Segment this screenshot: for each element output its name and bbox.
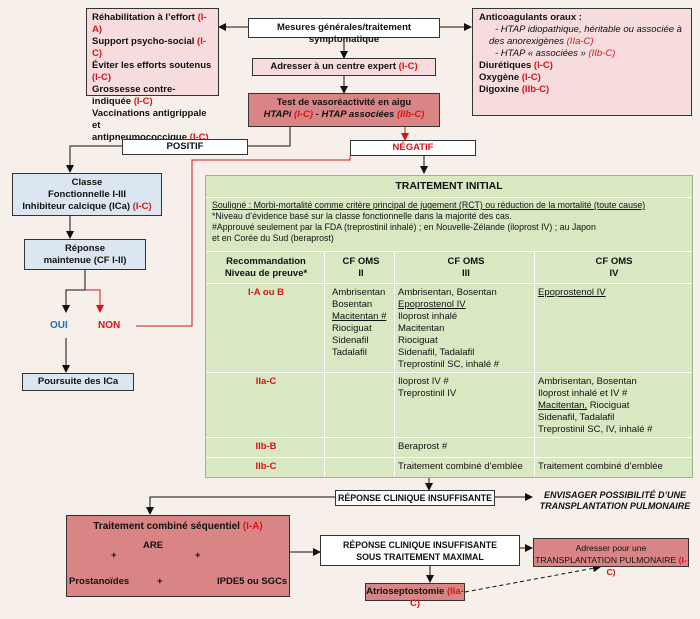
pde5-sgc-label: IPDE5 ou SGCs xyxy=(217,576,288,587)
row4-cf-iii: Traitement combiné d’emblée xyxy=(398,461,523,472)
general-measures-box: Mesures générales/traitement symptomatiq… xyxy=(248,18,440,45)
vasoreactivity-test-box: Test de vasoréactivité en aigu HTAPi (I-… xyxy=(248,93,440,127)
general-measures-list: Réhabilitation à l’effort (I-A) Support … xyxy=(86,8,219,143)
no-label: NON xyxy=(98,320,121,331)
row2-cf-iv: Ambrisentan, Bosentan Iloprost inhalé et… xyxy=(538,376,653,435)
plus-bottom: + xyxy=(157,576,163,587)
are-label: ARE xyxy=(143,540,164,551)
insufficient-max-response-box: RÉPONSE CLINIQUE INSUFFISANTE SOUS TRAIT… xyxy=(320,535,520,566)
prostanoids-label: Prostanoïdes xyxy=(69,576,130,587)
consider-transplant-text: ENVISAGER POSSIBILITÉ D’UNE TRANSPLANTAT… xyxy=(539,490,691,511)
yes-label: OUI xyxy=(50,320,68,331)
plus-left: + xyxy=(111,550,117,561)
row1-cf-iii: Ambrisentan, Bosentan Epoprostenol IV Il… xyxy=(398,287,500,370)
row-level-4: IIb-C xyxy=(255,461,277,472)
refer-expert-center-box: Adresser à un centre expert (I-C) xyxy=(252,58,436,76)
refer-transplant-box: Adresser pour une TRANSPLANTATION PULMON… xyxy=(533,538,689,577)
sequential-combination-title: Traitement combiné séquentiel (I-A) xyxy=(93,521,263,532)
row-level-2: IIa-C xyxy=(255,376,277,387)
positive-result-box: POSITIF xyxy=(122,139,248,155)
symptomatic-treatment-box: Anticoagulants oraux : - HTAP idiopathiq… xyxy=(472,8,692,116)
row-level-3: IIb-B xyxy=(255,441,277,452)
initial-treatment-table: TRAITEMENT INITIAL Souligné : Morbi-mort… xyxy=(205,175,693,478)
plus-right: + xyxy=(195,550,201,561)
row1-cf-ii: Ambrisentan Bosentan Macitentan # Riocig… xyxy=(332,287,387,358)
row-level-1: I-A ou B xyxy=(247,287,285,298)
sequential-combination-box: Traitement combiné séquentiel (I-A) ARE … xyxy=(66,515,290,597)
atrial-septostomy-box: Atrioseptostomie (IIa-C) xyxy=(365,583,465,609)
negative-result-box: NÉGATIF xyxy=(350,140,476,156)
row3-cf-iii: Beraprost # xyxy=(398,441,448,452)
functional-class-box: Classe Fonctionnelle I-III Inhibiteur ca… xyxy=(12,173,162,216)
continue-cca-box: Poursuite des ICa xyxy=(22,373,134,391)
sustained-response-box: Réponse maintenue (CF I-II) xyxy=(24,239,146,270)
table-notes: Souligné : Morbi-mortalité comme critère… xyxy=(212,200,646,243)
insufficient-response-box: RÉPONSE CLINIQUE INSUFFISANTE xyxy=(335,490,495,506)
initial-treatment-title: TRAITEMENT INITIAL xyxy=(395,180,503,192)
row1-cf-iv: Epoprostenol IV xyxy=(538,287,606,298)
row4-cf-iv: Traitement combiné d’emblée xyxy=(538,461,663,472)
row2-cf-iii: Iloprost IV # Treprostinil IV xyxy=(398,376,457,399)
